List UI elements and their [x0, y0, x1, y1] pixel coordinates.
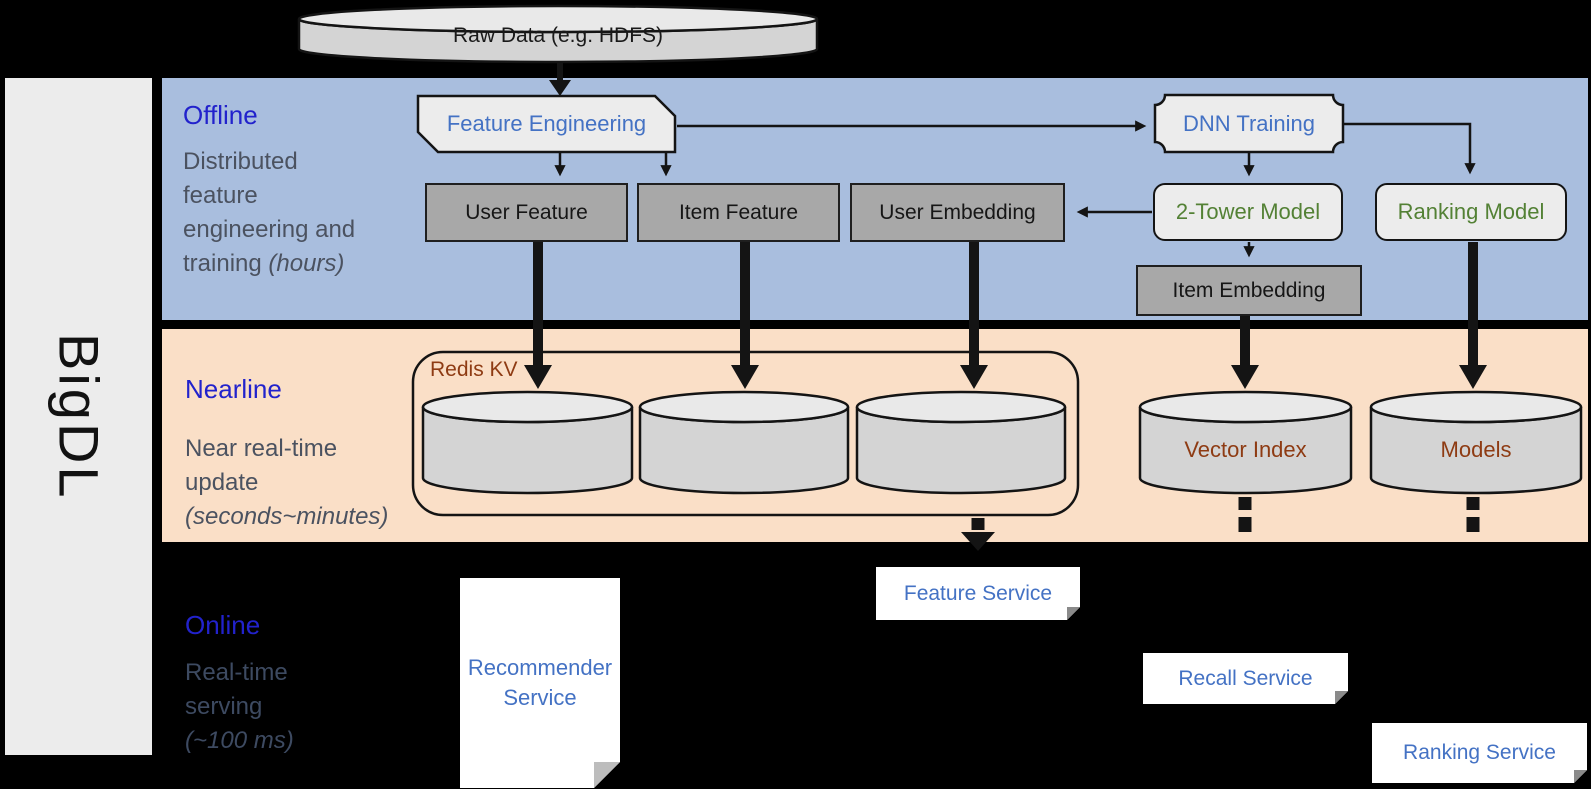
feature-engineering-shape — [416, 94, 677, 154]
dnn-training-label: DNN Training — [1182, 110, 1316, 136]
dashed-arrow-kv-to-feature-service — [961, 518, 995, 551]
ranking-service-box: Ranking Service — [1372, 723, 1587, 783]
ranking-service-label: Ranking Service — [1403, 741, 1556, 764]
item-feature-box: Item Feature — [637, 183, 840, 242]
recall-service-label: Recall Service — [1178, 666, 1313, 690]
online-section-label: Online — [185, 610, 261, 640]
pipe-ranking-model-to-models — [1459, 242, 1487, 389]
vector-index-cylinder — [1138, 390, 1353, 495]
arrow-dnn-training-to-ranking-model — [1343, 122, 1476, 175]
feature-service-box: Feature Service — [876, 567, 1080, 620]
user-feature-box: User Feature — [425, 183, 628, 242]
kv-store-cylinder-2 — [638, 390, 850, 495]
kv-store-cylinder-1 — [421, 390, 634, 495]
pipe-user-embedding-to-kv — [960, 242, 988, 389]
bigdl-brand-label: BigDL — [47, 332, 111, 501]
raw-data-cylinder — [297, 4, 819, 64]
pipe-item-feature-to-kv — [731, 242, 759, 389]
vector-index-label: Vector Index — [1184, 437, 1307, 462]
arrow-rawdata-to-feature-engineering — [549, 63, 571, 96]
dnn-training-shape — [1153, 93, 1345, 154]
nearline-section-label: Nearline — [185, 374, 282, 404]
nearline-section-description: Near real-time update (seconds~minutes) — [185, 435, 389, 530]
feature-engineering-label: Feature Engineering — [446, 111, 647, 136]
pipe-user-feature-to-kv — [524, 242, 552, 389]
user-embedding-box: User Embedding — [850, 183, 1065, 242]
kv-store-cylinder-3 — [855, 390, 1067, 495]
two-tower-model-box: 2-Tower Model — [1153, 183, 1343, 241]
dashed-connector-vector-index-to-recall-service — [1238, 497, 1252, 532]
raw-data-label: Raw Data (e.g. HDFS) — [452, 24, 664, 47]
offline-section-label: Offline — [183, 100, 258, 130]
item-embedding-box: Item Embedding — [1136, 265, 1362, 316]
redis-kv-label: Redis KV — [430, 358, 518, 381]
models-cylinder — [1369, 390, 1583, 495]
models-label: Models — [1440, 437, 1512, 462]
ranking-model-box: Ranking Model — [1375, 183, 1567, 241]
recommender-service-doc: Recommender Service — [460, 578, 620, 788]
dashed-connector-models-to-ranking-service — [1466, 497, 1480, 532]
feature-service-label: Feature Service — [903, 581, 1053, 605]
recall-service-box: Recall Service — [1143, 653, 1348, 704]
pipe-item-embedding-to-vector-index — [1231, 316, 1259, 389]
offline-section-description: Distributed feature engineering and trai… — [183, 148, 356, 277]
online-section-description: Real-time serving (~100 ms) — [185, 659, 294, 754]
bigdl-sidebar: BigDL — [5, 78, 152, 755]
recommender-service-label: Recommender Service — [467, 655, 613, 710]
